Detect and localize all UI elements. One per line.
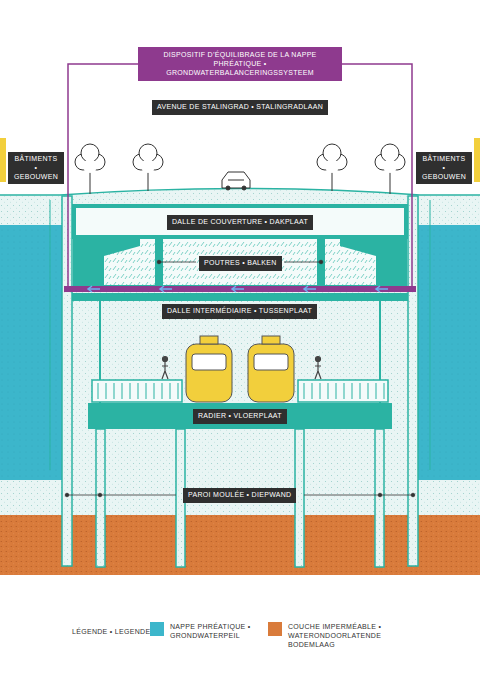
legend-swatch: [268, 622, 282, 636]
label-text: RADIER • VLOERPLAAT: [198, 412, 282, 421]
legend-swatch: [150, 622, 164, 636]
label-text: DALLE INTERMÉDIAIRE • TUSSENPLAAT: [167, 307, 312, 316]
legend-text: COUCHE IMPERMÉABLE • WATERONDOORLATENDE …: [288, 622, 420, 649]
legend-text: NAPPE PHRÉATIQUE • GRONDWATERPEIL: [170, 622, 262, 640]
label-text: POUTRES • BALKEN: [204, 259, 277, 268]
intermediate-slab-label: DALLE INTERMÉDIAIRE • TUSSENPLAAT: [162, 304, 317, 319]
label-text: AVENUE DE STALINGRAD • STALINGRADLAAN: [157, 103, 323, 112]
diaphragm-wall-label: PAROI MOULÉE • DIEPWAND: [183, 488, 296, 503]
beams-label: POUTRES • BALKEN: [199, 256, 282, 271]
roof-slab-label: DALLE DE COUVERTURE • DAKPLAAT: [167, 215, 313, 230]
system-title-box: DISPOSITIF D’ÉQUILIBRAGE DE LA NAPPE PHR…: [138, 47, 342, 81]
label-text: BÂTIMENTS • GEBOUWEN: [13, 155, 59, 181]
building-label: BÂTIMENTS • GEBOUWEN: [416, 152, 472, 184]
raft-label: RADIER • VLOERPLAAT: [193, 409, 287, 424]
legend-title: LÉGENDE • LEGENDE: [72, 627, 150, 636]
label-text: DALLE DE COUVERTURE • DAKPLAAT: [172, 218, 308, 227]
label-text: BÂTIMENTS • GEBOUWEN: [421, 155, 467, 181]
label-text: PAROI MOULÉE • DIEPWAND: [188, 491, 291, 500]
label-text: DISPOSITIF D’ÉQUILIBRAGE DE LA NAPPE PHR…: [146, 51, 334, 77]
building-label: BÂTIMENTS • GEBOUWEN: [8, 152, 64, 184]
street-label: AVENUE DE STALINGRAD • STALINGRADLAAN: [152, 100, 328, 115]
